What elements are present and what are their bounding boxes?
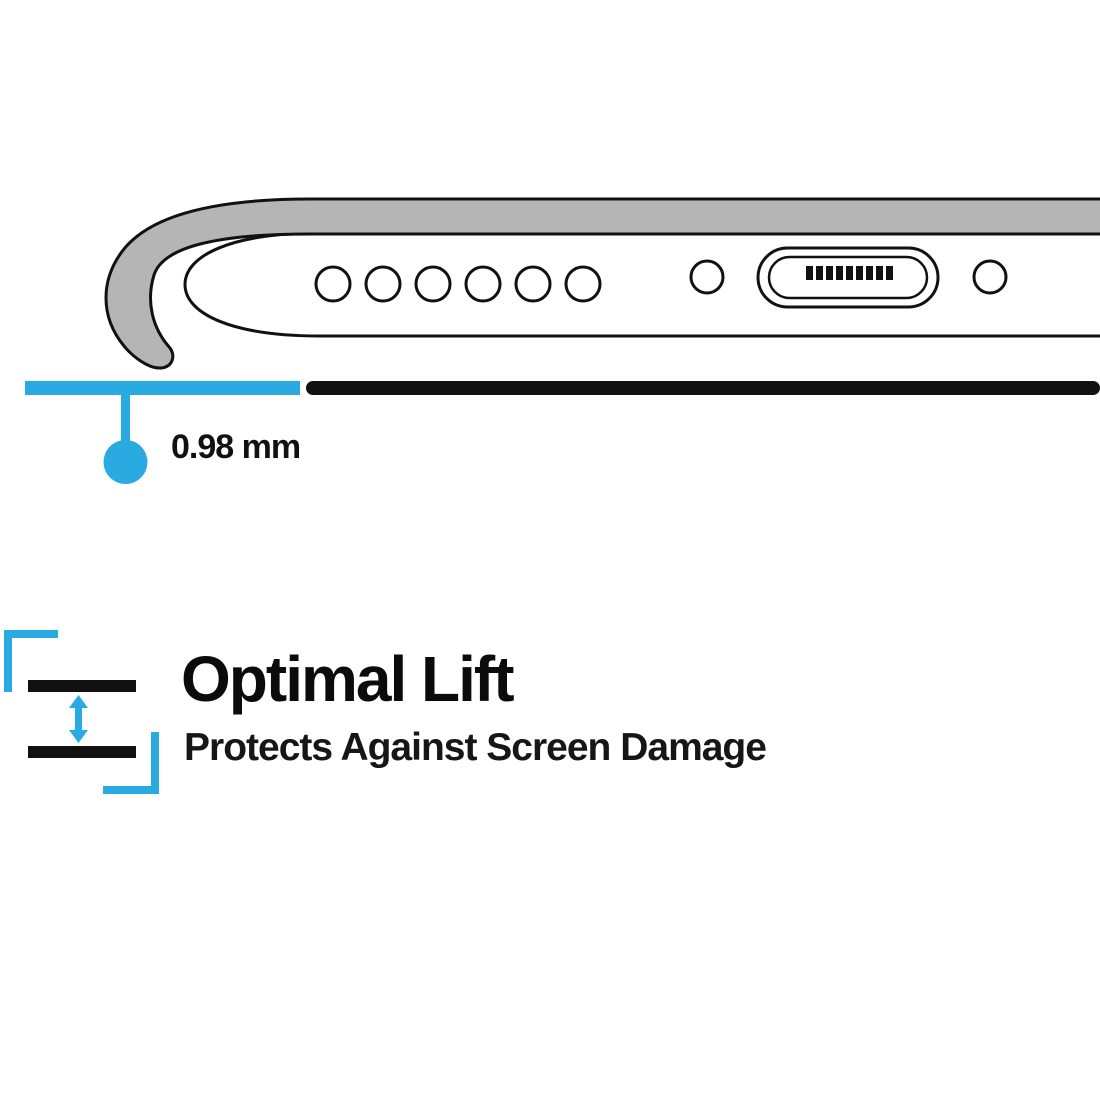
measurement-marker-icon — [103, 395, 148, 484]
measurement-label: 0.98 mm — [171, 428, 301, 466]
speaker-holes — [314, 265, 602, 303]
case-edge — [104, 197, 1100, 370]
speaker-hole-icon — [464, 265, 502, 303]
feature-title: Optimal Lift — [181, 643, 515, 715]
feature-subtitle: Protects Against Screen Damage — [184, 726, 767, 769]
port-pins — [806, 266, 893, 280]
speaker-hole-icon — [314, 265, 352, 303]
phone-case-illustration — [25, 197, 1100, 484]
bracket-top-left — [4, 630, 58, 692]
screen-plane-bar-black — [306, 381, 1100, 395]
speaker-hole-icon — [564, 265, 602, 303]
bottom-surface-line — [28, 746, 136, 758]
speaker-hole-icon — [364, 265, 402, 303]
double-arrow-icon — [69, 695, 88, 743]
speaker-hole-icon — [514, 265, 552, 303]
screw-hole-icon — [972, 259, 1008, 295]
bracket-bottom-right — [103, 732, 159, 794]
top-surface-line — [28, 680, 136, 692]
speaker-hole-icon — [414, 265, 452, 303]
charging-port-icon — [756, 246, 940, 309]
lift-icon — [4, 630, 159, 794]
screw-hole-icon — [689, 259, 725, 295]
lift-gap-bar-cyan — [25, 381, 300, 395]
